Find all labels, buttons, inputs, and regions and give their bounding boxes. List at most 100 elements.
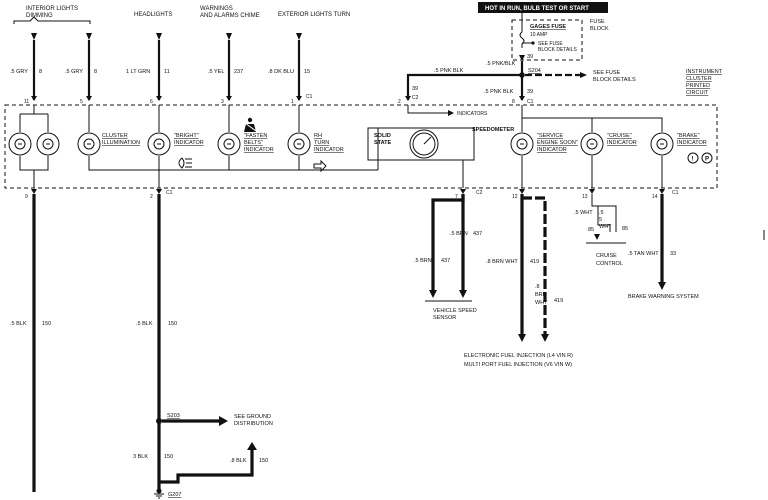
svg-text:!: !: [692, 157, 694, 163]
speed-wire-b-circuit: 437: [473, 231, 482, 237]
cruise-wire-b-circuit: 85: [588, 227, 594, 233]
splice-s204-label: S204: [528, 68, 541, 74]
pin-3: 3: [221, 99, 224, 105]
speedometer-label: SPEEDOMETER: [472, 127, 514, 133]
connector-c1-top-right: C1: [527, 99, 534, 105]
cruise-indicator-label: "CRUISE"INDICATOR: [607, 133, 637, 146]
headlights-label: HEADLIGHTS: [134, 12, 172, 18]
ground-wire-mid-label: .5 BLK: [136, 321, 153, 327]
pin-11: 11: [24, 99, 29, 105]
splice-s203-label: S203: [167, 413, 180, 419]
pin-8: 8: [512, 99, 515, 105]
wire-circuit-2: 8: [94, 69, 97, 75]
ground-distribution-arrow: [219, 416, 228, 426]
interior-lights-bracket: [13, 16, 91, 24]
efi-wire-b-circuit: 419: [554, 298, 563, 304]
cruise-wire: [591, 194, 617, 232]
cruise-arrows: [594, 234, 600, 240]
s204-down-circuit: 39: [527, 89, 533, 95]
wire-circuit-4: 237: [234, 69, 243, 75]
s204-c2-circuit: 39: [412, 86, 418, 92]
fuse-details-arrow: [580, 72, 587, 78]
wire-label-2: .5 GRY: [65, 69, 83, 75]
s204-c2-wire-label: .5 PNK BLK: [434, 68, 464, 74]
g203-wire-b-label: .8 BLK: [230, 458, 247, 464]
connector-c1-top: C1: [306, 94, 313, 100]
pin-2-top: 2: [398, 99, 401, 105]
wire-label-3: 1 LT GRN: [126, 69, 150, 75]
pin-5: 5: [80, 99, 83, 105]
brake-warning-system-label: BRAKE WARNING SYSTEM: [628, 294, 699, 300]
fuse-output-circuit: 39: [527, 54, 533, 60]
connector-c2-bottom: C2: [476, 190, 483, 196]
bulb-icon: [287, 132, 311, 156]
pin-12: 12: [512, 194, 518, 200]
indicators-label: INDICATORS: [457, 111, 488, 117]
bulb-icon: [77, 132, 101, 156]
hot-in-run-banner: [478, 2, 608, 13]
cruise-wire-2: [597, 206, 611, 232]
wire-circuit-3: 11: [164, 69, 170, 75]
fuse-symbol: [519, 28, 525, 48]
g203-wire-b: [159, 448, 254, 484]
speed-sensor-arrows: [429, 290, 467, 298]
cluster-internal-wiring: [19, 105, 663, 188]
efi-wire-b: [522, 196, 547, 338]
connector-c2-top: C2: [412, 95, 419, 101]
top-connector-marks: [31, 96, 302, 101]
c1-top-right-mark: [519, 96, 525, 101]
fuse-block-box: [511, 19, 583, 61]
pin-9: 9: [25, 194, 28, 200]
brake-indicator-label: "BRAKE"INDICATOR: [677, 133, 707, 146]
bottom-connector-marks: [31, 189, 665, 194]
seatbelt-icon: [244, 117, 257, 132]
g203-wire-a-circuit: 150: [164, 454, 173, 460]
c2-top-mark: [405, 96, 411, 101]
wire-circuit-1: 8: [39, 69, 42, 75]
efi-arrows: [518, 334, 549, 342]
exterior-lights-label: EXTERIOR LIGHTS TURN: [278, 12, 350, 18]
gages-fuse-amp: 10 AMP: [530, 32, 548, 38]
bulb-icon: [8, 132, 60, 156]
bulb-icon: [147, 132, 171, 156]
instrument-cluster-box: [4, 104, 718, 189]
wire-circuit-5: 15: [304, 69, 310, 75]
brake-arrow: [658, 282, 666, 290]
bright-indicator-label: "BRIGHT"INDICATOR: [174, 133, 204, 146]
brake-wire-circuit: 33: [670, 251, 676, 257]
g203-wire-b-arrow: [247, 442, 257, 450]
cruise-wire-a-label: .5 WHT: [574, 210, 593, 216]
ground-wire-left-circuit: 150: [42, 321, 51, 327]
efi-wire-a-label: .8 BRN WHT: [486, 259, 518, 265]
indicators-arrow: [448, 110, 454, 116]
bulb-icon: [580, 132, 604, 156]
pin-2-bottom: 2: [150, 194, 153, 200]
turn-arrow-icon: [313, 159, 327, 173]
fuse-output-wire-label: .5 PNK/BLK: [486, 61, 516, 67]
ground-symbol-icon: [154, 488, 164, 499]
s204-to-c2-wire: [406, 73, 522, 100]
pin-13: 13: [582, 194, 588, 200]
top-arrows: [31, 33, 302, 40]
pin-14: 14: [652, 194, 658, 200]
g203-wire-b-circuit: 150: [259, 458, 268, 464]
connector-c1-bottom: C1: [166, 190, 173, 196]
g203-wire-a-label: 3 BLK: [133, 454, 148, 460]
brake-warning-icon: ! P: [687, 152, 713, 164]
brake-wire-label: .5 TAN WHT: [628, 251, 659, 257]
gages-fuse-label: GAGES FUSE: [530, 24, 566, 30]
speed-wire-b-label: .5 BRN: [450, 231, 468, 237]
